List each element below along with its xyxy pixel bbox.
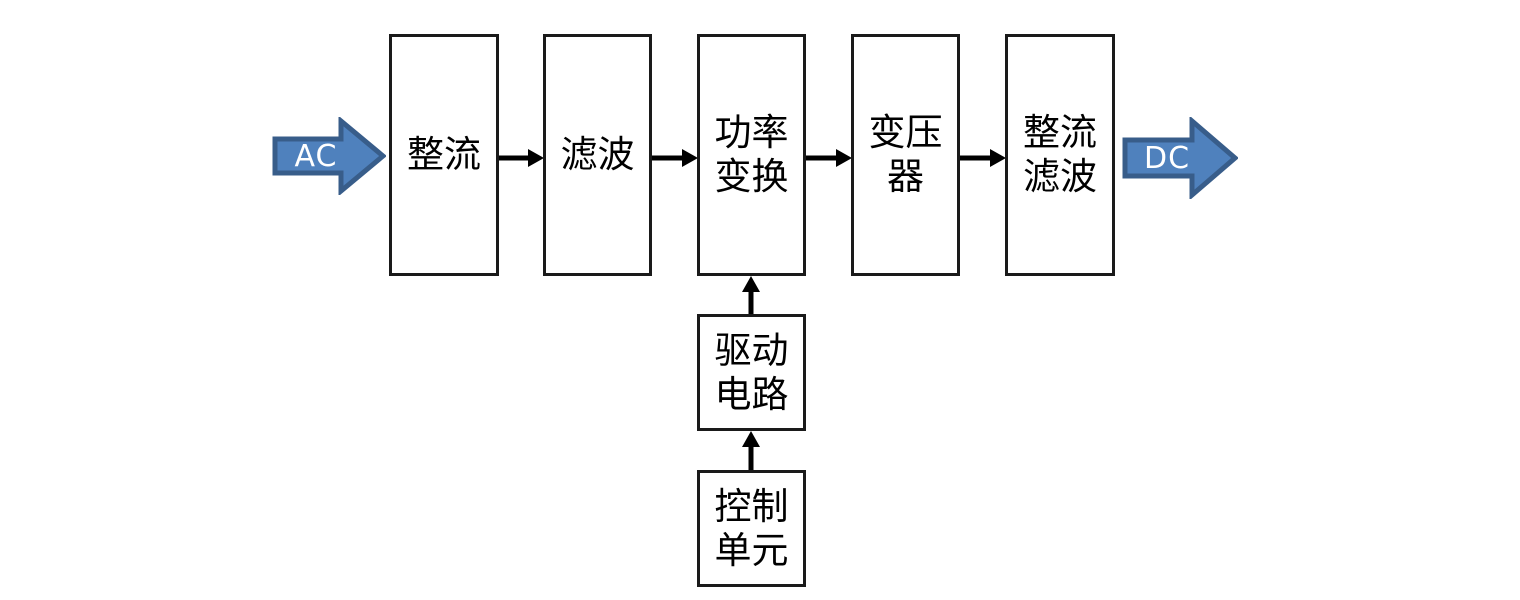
connector-drive-circuit-to-power-conversion — [739, 276, 763, 316]
block-rectifier[interactable]: 整流 — [389, 34, 499, 276]
block-filter[interactable]: 滤波 — [543, 34, 652, 276]
block-drive-circuit[interactable]: 驱动 电路 — [697, 314, 806, 431]
block-rectifier-filter[interactable]: 整流 滤波 — [1005, 34, 1115, 276]
connector-power-conversion-to-transformer — [806, 146, 852, 170]
output-block-arrow-dc: DC — [1122, 117, 1238, 199]
dc-arrow-shape — [1122, 117, 1238, 199]
connector-control-unit-to-drive-circuit — [739, 431, 763, 472]
connector-rectifier-to-filter — [499, 146, 544, 170]
connector-filter-to-power-conversion — [652, 146, 698, 170]
block-transformer[interactable]: 变压 器 — [851, 34, 960, 276]
connector-transformer-to-rectifier-filter — [960, 146, 1006, 170]
block-filter-label: 滤波 — [560, 133, 635, 177]
block-power-conversion-label: 功率 变换 — [714, 111, 789, 198]
block-power-conversion[interactable]: 功率 变换 — [697, 34, 806, 276]
block-drive-circuit-label: 驱动 电路 — [714, 328, 789, 416]
ac-arrow-shape — [272, 117, 386, 195]
block-rectifier-label: 整流 — [407, 133, 481, 177]
block-rectifier-filter-label: 整流 滤波 — [1023, 111, 1097, 198]
block-control-unit-label: 控制 单元 — [714, 484, 789, 572]
input-block-arrow-ac: AC — [272, 117, 386, 195]
block-control-unit[interactable]: 控制 单元 — [697, 470, 806, 587]
block-transformer-label: 变压 器 — [868, 111, 943, 198]
